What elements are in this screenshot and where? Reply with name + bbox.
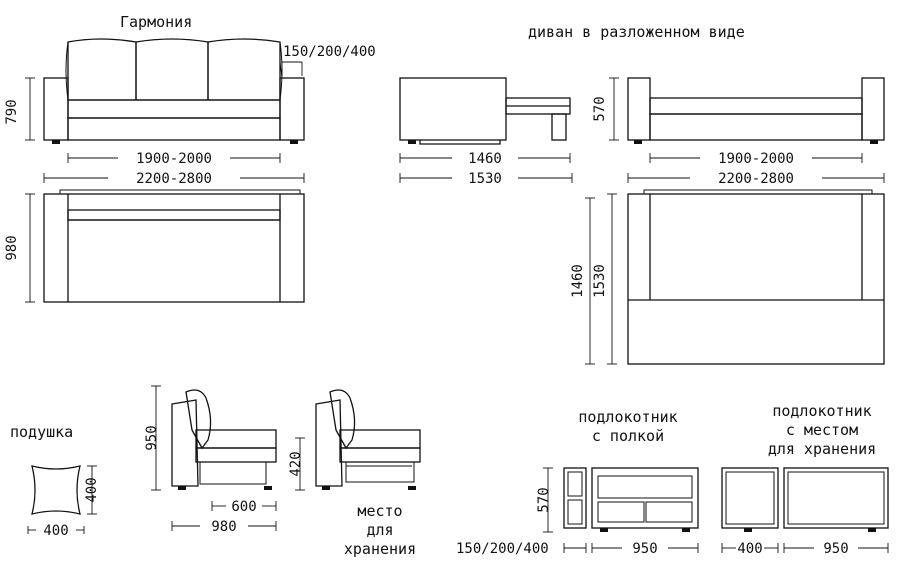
dim-arm-400: 400 xyxy=(737,541,762,557)
dim-unf-inner-1900: 1900-2000 xyxy=(718,151,794,167)
storage-label-2: для xyxy=(366,521,393,539)
side-view-sofa xyxy=(171,389,277,490)
armrest-shelf-drawing xyxy=(563,467,699,532)
title-unfolded: диван в разложенном виде xyxy=(528,23,745,41)
title-armrest-storage-3: для хранения xyxy=(768,440,876,458)
dim-height-790: 790 xyxy=(4,99,20,124)
sofa-front-view xyxy=(43,38,305,144)
unfolded-top-view xyxy=(627,189,885,365)
dim-side-1530: 1530 xyxy=(468,171,502,187)
sofa-top-view xyxy=(43,189,305,303)
dim-side-420: 420 xyxy=(288,451,304,476)
dim-arm-570: 570 xyxy=(536,487,552,512)
title-armrest-storage-1: подлокотник xyxy=(772,402,871,420)
pillow-drawing xyxy=(31,465,81,515)
title-garmonia: Гармония xyxy=(120,13,192,31)
title-pillow: подушка xyxy=(10,423,73,441)
dim-total-2200: 2200-2800 xyxy=(136,171,212,187)
dim-inner-1900: 1900-2000 xyxy=(136,151,212,167)
dim-side-980: 980 xyxy=(211,519,236,535)
dim-arm-width: 150/200/400 xyxy=(283,44,376,60)
dim-arm-950b: 950 xyxy=(823,541,848,557)
dim-side-1460: 1460 xyxy=(468,151,502,167)
dim-height-570: 570 xyxy=(592,96,608,121)
armrest-storage-drawing xyxy=(721,467,889,532)
storage-label-1: место xyxy=(357,502,402,520)
unfolded-front-view xyxy=(627,77,885,144)
title-armrest-shelf-2: с полкой xyxy=(592,427,664,445)
dim-pillow-w: 400 xyxy=(43,523,68,539)
side-view-storage xyxy=(315,389,421,490)
dim-arm-150: 150/200/400 xyxy=(456,541,549,557)
title-armrest-shelf-1: подлокотник xyxy=(578,408,677,426)
title-armrest-storage-2: с местом xyxy=(786,421,858,439)
dim-unf-1460: 1460 xyxy=(570,264,586,298)
unfolded-side-view xyxy=(399,77,571,145)
dim-pillow-h: 400 xyxy=(84,477,100,502)
storage-label-3: хранения xyxy=(344,540,416,558)
dim-unf-1530: 1530 xyxy=(592,264,608,298)
dim-depth-980: 980 xyxy=(4,235,20,260)
dim-side-950: 950 xyxy=(144,425,160,450)
dim-arm-950a: 950 xyxy=(632,541,657,557)
dim-unf-total-2200: 2200-2800 xyxy=(718,171,794,187)
dim-side-600: 600 xyxy=(231,499,256,515)
